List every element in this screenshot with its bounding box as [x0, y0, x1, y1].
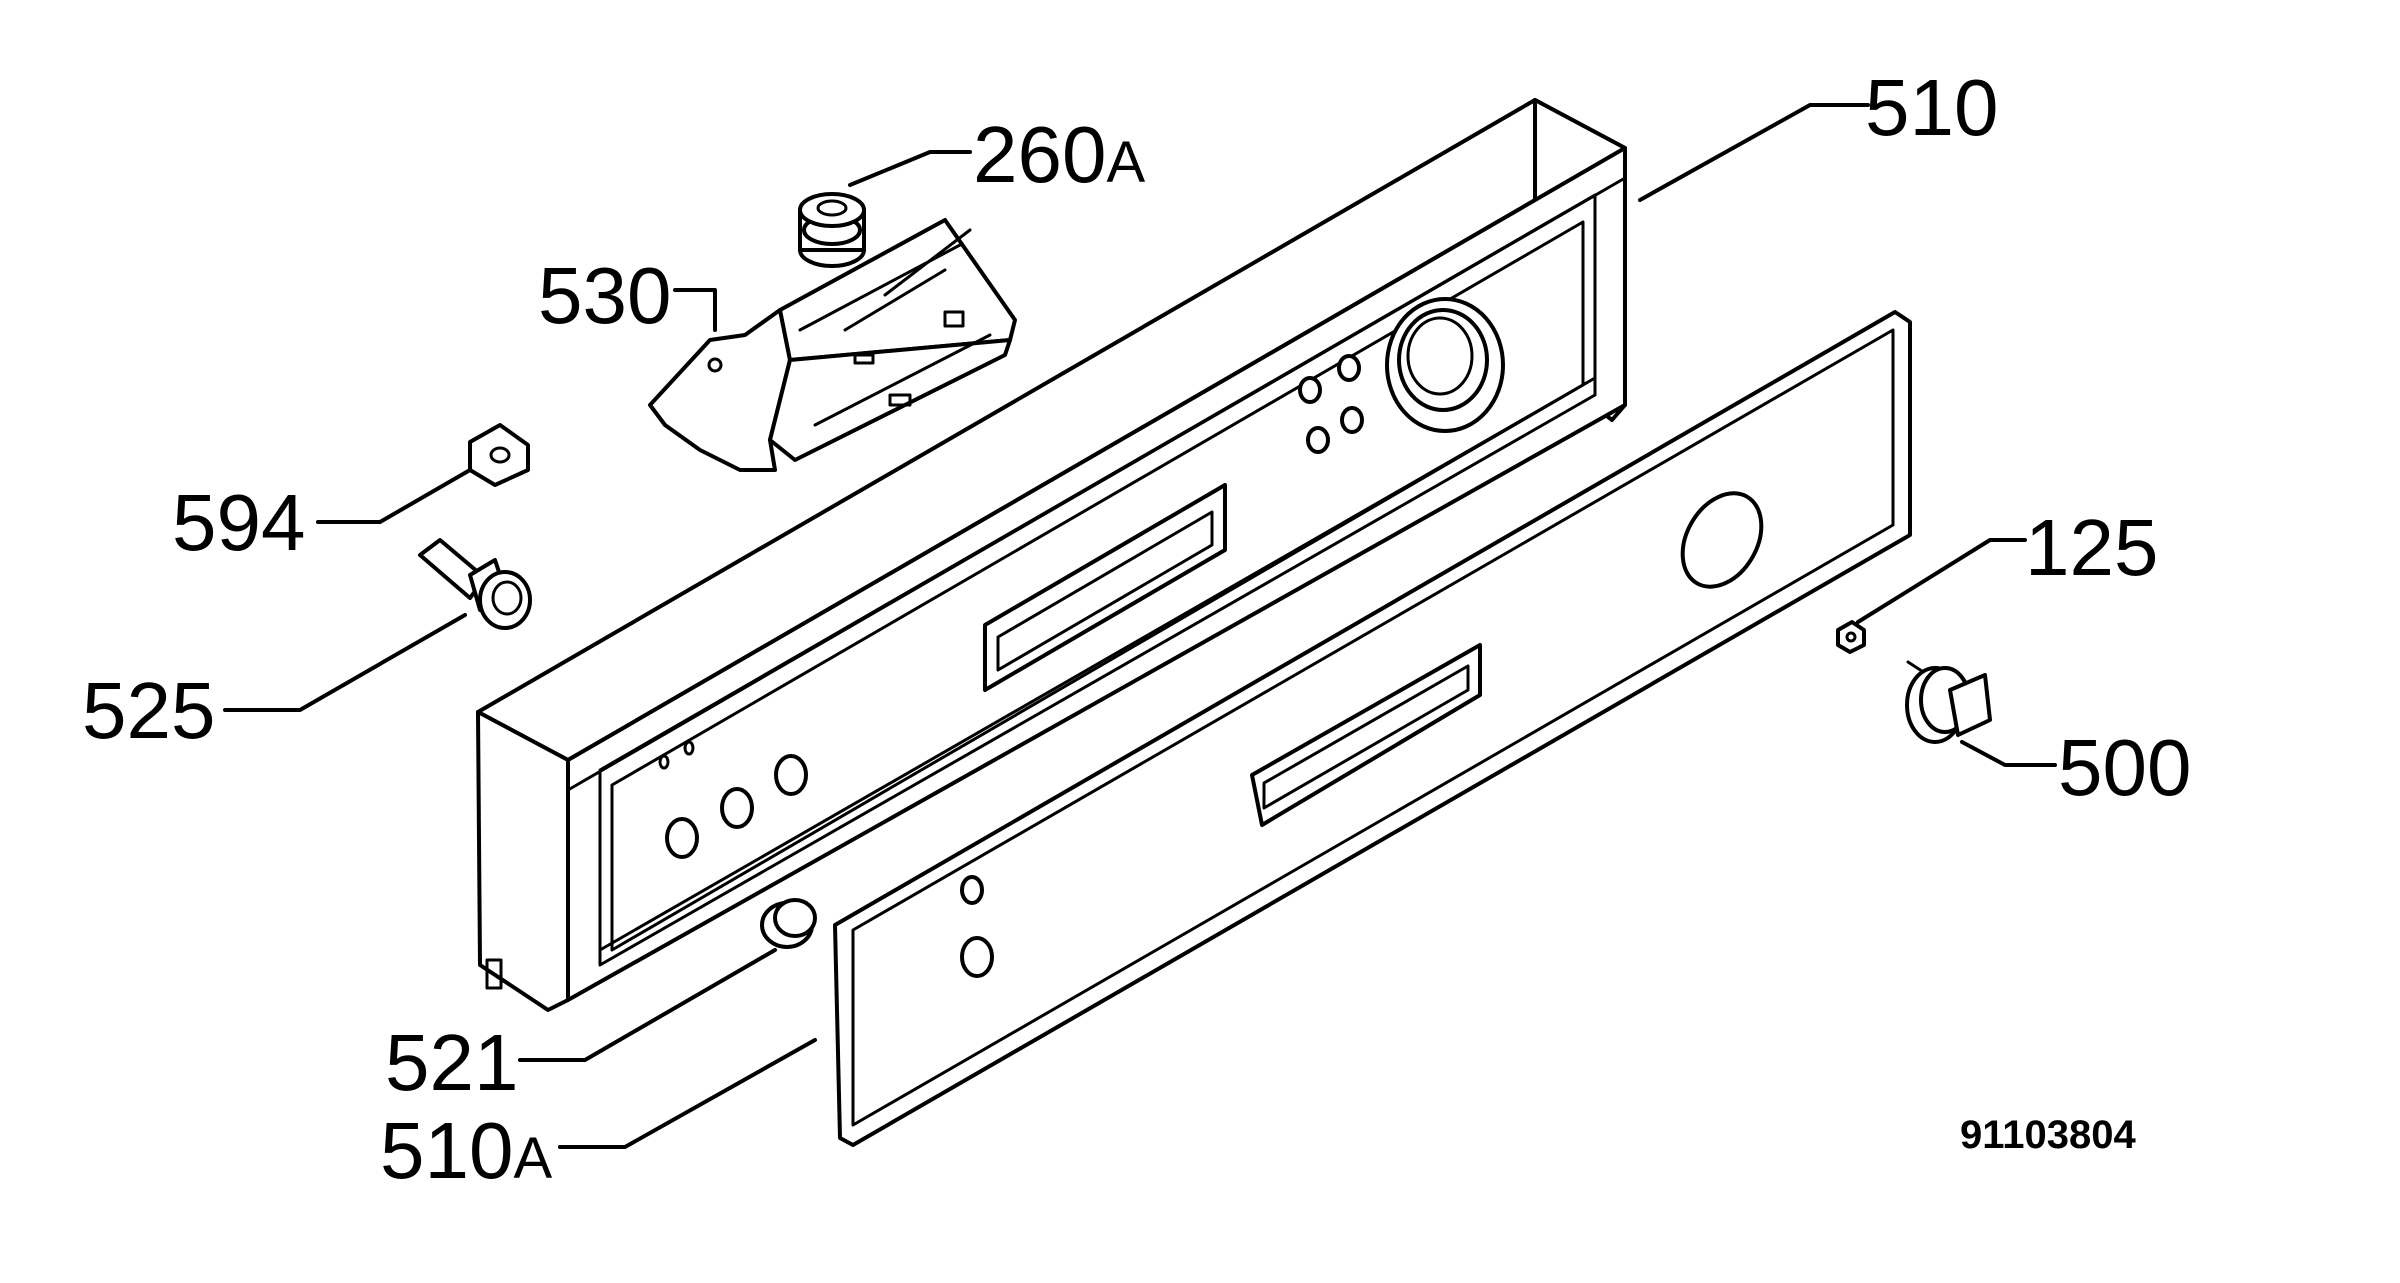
- label-521: 521: [385, 1018, 518, 1107]
- label-525: 525: [82, 666, 215, 755]
- leader-530: [673, 288, 717, 332]
- part-510-housing: [476, 98, 1627, 1012]
- leader-500: [1960, 740, 2057, 767]
- leader-lines: [223, 103, 2057, 1149]
- label-260a: 260A: [973, 110, 1145, 199]
- part-260a-grommet: [798, 192, 866, 268]
- label-510a: 510A: [380, 1106, 552, 1195]
- leader-525: [223, 613, 467, 712]
- part-521-knob: [760, 898, 817, 949]
- label-260a-number: 260: [973, 110, 1106, 199]
- part-530-bracket: [648, 218, 1017, 472]
- part-525-button: [418, 538, 532, 630]
- label-510: 510: [1865, 63, 1998, 152]
- leader-594: [316, 468, 472, 524]
- part-510a-facia: [833, 310, 1912, 1147]
- part-500-knob: [1905, 660, 1992, 744]
- leader-260a: [848, 150, 972, 187]
- label-260a-suffix: A: [1106, 130, 1145, 195]
- label-510a-number: 510: [380, 1106, 513, 1195]
- label-125: 125: [2025, 503, 2158, 592]
- leader-521: [518, 948, 777, 1062]
- label-594: 594: [172, 478, 305, 567]
- leader-125: [1856, 538, 2027, 624]
- part-125-nut: [1836, 620, 1866, 654]
- leader-510a: [558, 1038, 817, 1149]
- leader-510: [1638, 103, 1870, 202]
- label-510a-suffix: A: [513, 1126, 552, 1191]
- label-500: 500: [2058, 723, 2191, 812]
- document-number: 91103804: [1960, 1113, 2137, 1157]
- part-594-clip: [468, 423, 530, 487]
- label-530: 530: [538, 251, 671, 340]
